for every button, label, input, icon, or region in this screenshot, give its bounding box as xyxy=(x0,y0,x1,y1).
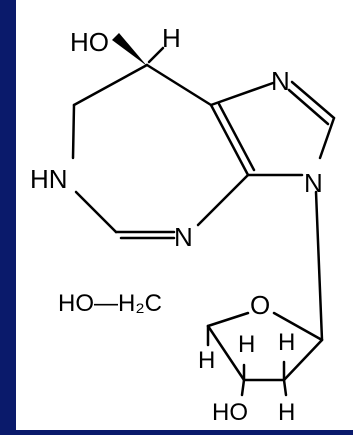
bond-o-c1prime xyxy=(272,311,324,342)
atom-sugar-h-c: H xyxy=(198,347,215,374)
bond-c8-h xyxy=(147,46,165,64)
atom-n-ring-bottom: N xyxy=(174,222,193,252)
molecule-structure: HO H N HN N N HO—H₂C O H H H HO H xyxy=(30,23,336,426)
bond-c7-n6 xyxy=(71,103,76,160)
bond-n6-c5 xyxy=(74,190,118,234)
bond-c8-c8a xyxy=(145,63,213,107)
bond-c8-c7 xyxy=(72,63,149,107)
atom-sugar-o: O xyxy=(250,290,270,320)
bond-n1-c2 xyxy=(290,80,336,120)
structure-panel: HO H N HN N N HO—H₂C O H H H HO H xyxy=(16,0,353,430)
atom-sugar-h-b: H xyxy=(278,329,295,356)
bond-c8a-c3a xyxy=(209,103,250,177)
bond-n4-c3a xyxy=(196,173,250,227)
atom-n-upper: N xyxy=(271,66,290,96)
atom-h-top: H xyxy=(162,23,181,53)
bond-c2prime-c1prime xyxy=(282,338,324,382)
atom-sugar-h-d: H xyxy=(278,399,295,426)
wedge-bond-c8-oh xyxy=(112,33,147,66)
atom-sugar-chain: HO—H₂C xyxy=(58,290,162,317)
bond-c4prime-c3prime xyxy=(206,324,246,382)
atom-ho-top: HO xyxy=(70,27,109,57)
atom-hn: HN xyxy=(30,164,68,194)
atom-n-lower-imidazole: N xyxy=(304,168,323,198)
bond-c3prime-oh xyxy=(240,378,246,397)
bond-n1-c2-double xyxy=(287,88,330,126)
bond-c2-n3 xyxy=(318,116,336,160)
atom-sugar-ho: HO xyxy=(212,399,248,426)
bond-o-c4prime xyxy=(206,311,250,328)
bond-c8a-n1 xyxy=(209,81,275,107)
bond-n3-c1prime xyxy=(314,190,324,342)
bond-c2prime-h-down xyxy=(282,378,288,397)
bond-c8a-c3a-double xyxy=(217,102,256,172)
atom-sugar-h-a: H xyxy=(238,331,255,358)
